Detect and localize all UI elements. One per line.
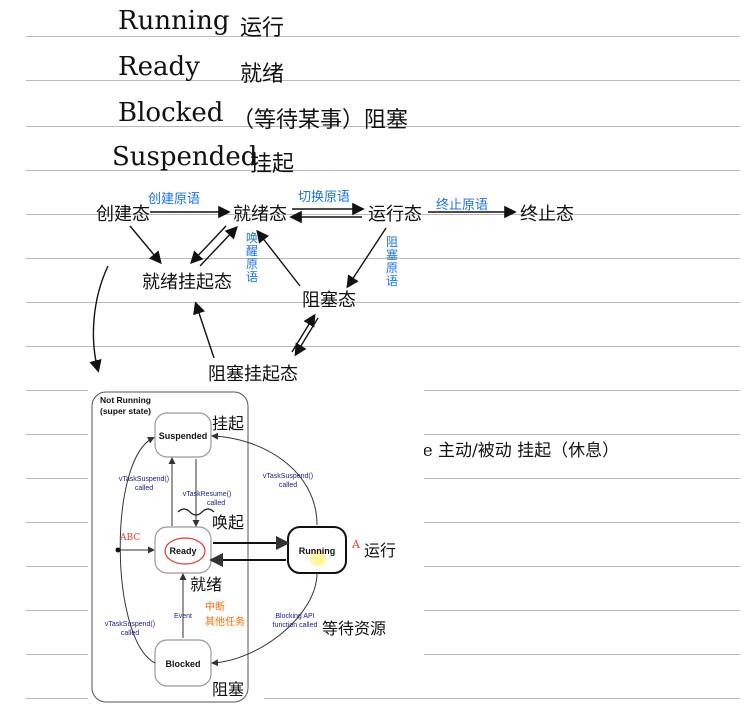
label-suspend-blocked-2: called <box>121 630 139 637</box>
edge-running-blocked <box>211 572 318 667</box>
label-suspend-ready-2: called <box>135 485 153 492</box>
arrow-ready-suspended-ready <box>199 225 238 267</box>
edge-label-wake: 唤醒原语 <box>246 231 259 284</box>
annot-abc: ABC <box>119 533 140 543</box>
ruled-line <box>26 170 740 171</box>
node-terminated: 终止态 <box>520 204 574 225</box>
annot-blocked: 阻塞 <box>212 680 244 699</box>
state-suspended-label: Suspended <box>159 431 208 441</box>
annot-running: 运行 <box>364 541 396 560</box>
arrow-ready-ready-suspended <box>190 225 227 265</box>
arrow-blocked-blocked-suspended <box>294 317 319 357</box>
edge-label-terminate: 终止原语 <box>436 198 489 213</box>
annot-a: A <box>351 538 361 551</box>
note-blocked-en: Blocked <box>118 98 224 128</box>
label-suspend-ready-1: vTaskSuspend() <box>119 476 169 483</box>
state-suspended <box>154 412 212 458</box>
edge-label-switch: 切换原语 <box>298 190 351 205</box>
label-event: Event <box>174 613 192 620</box>
edge-label-create: 创建原语 <box>148 192 201 207</box>
state-ready-label: Ready <box>169 546 196 556</box>
node-create: 创建态 <box>96 204 150 225</box>
label-blocking-api-1: Blocking API <box>275 613 314 620</box>
ruled-line <box>26 126 740 127</box>
arrow-blocked-suspended-blocked <box>291 313 316 353</box>
annot-resume-squiggle <box>177 508 215 516</box>
state-running-label: Running <box>299 546 336 556</box>
note-ready-en: Ready <box>118 52 200 82</box>
label-suspend-running-1: vTaskSuspend() <box>263 473 313 480</box>
ready-highlight-circle <box>164 537 206 565</box>
node-running: 运行态 <box>368 204 422 225</box>
ruled-line <box>26 80 740 81</box>
rtos-state-diagram: Not Running (super state) Suspended Read… <box>91 391 396 703</box>
annot-suspended: 挂起 <box>212 414 244 433</box>
arrow-blocked-ready <box>256 229 301 287</box>
node-ready: 就绪态 <box>233 204 287 225</box>
not-running-group <box>91 391 249 703</box>
note-running-en: Running <box>118 6 230 36</box>
running-highlight <box>310 550 326 566</box>
arrow-create-ready-suspended <box>129 225 162 265</box>
note-suspended-zh: 挂起 <box>250 152 295 177</box>
start-dot <box>115 547 121 553</box>
label-suspend-blocked-1: vTaskSuspend() <box>105 621 155 628</box>
ruled-line <box>26 214 740 215</box>
arrow-running-blocked <box>346 227 387 289</box>
label-suspend-running-2: called <box>279 482 297 489</box>
note-suspended-en: Suspended <box>112 142 258 172</box>
note-blocked-zh: （等待某事）阻塞 <box>232 108 409 133</box>
ruled-line <box>26 346 740 347</box>
label-blocking-api-2: function called <box>273 622 318 629</box>
ruled-line <box>26 302 740 303</box>
annot-wait: 等待资源 <box>322 619 386 638</box>
annot-resume: 唤起 <box>212 513 244 532</box>
hand-diagram-arrows <box>89 202 517 373</box>
ruled-line <box>26 698 740 699</box>
edge-running-suspended <box>211 432 318 526</box>
annot-event-2: 其他任务 <box>205 615 245 628</box>
label-resume-2: called <box>207 500 225 507</box>
group-title-2: (super state) <box>100 406 151 416</box>
edge-label-block: 阻塞原语 <box>386 235 399 288</box>
arrow-pointer-to-figure <box>89 265 109 373</box>
note-ready-zh: 就绪 <box>240 62 285 87</box>
node-blocked: 阻塞态 <box>302 290 356 311</box>
label-resume-1: vTaskResume() <box>183 491 232 498</box>
arrow-blocked-suspended-ready-suspended <box>193 301 215 359</box>
group-title-1: Not Running <box>100 395 151 405</box>
node-blocked-suspended: 阻塞挂起态 <box>208 364 298 385</box>
annot-ready: 就绪 <box>190 575 222 594</box>
ruled-line <box>26 36 740 37</box>
ruled-line <box>26 258 740 259</box>
annot-event-1: 中断 <box>205 600 225 613</box>
node-ready-suspended: 就绪挂起态 <box>142 272 232 293</box>
note-running-zh: 运行 <box>240 16 285 41</box>
state-blocked-label: Blocked <box>165 659 200 669</box>
